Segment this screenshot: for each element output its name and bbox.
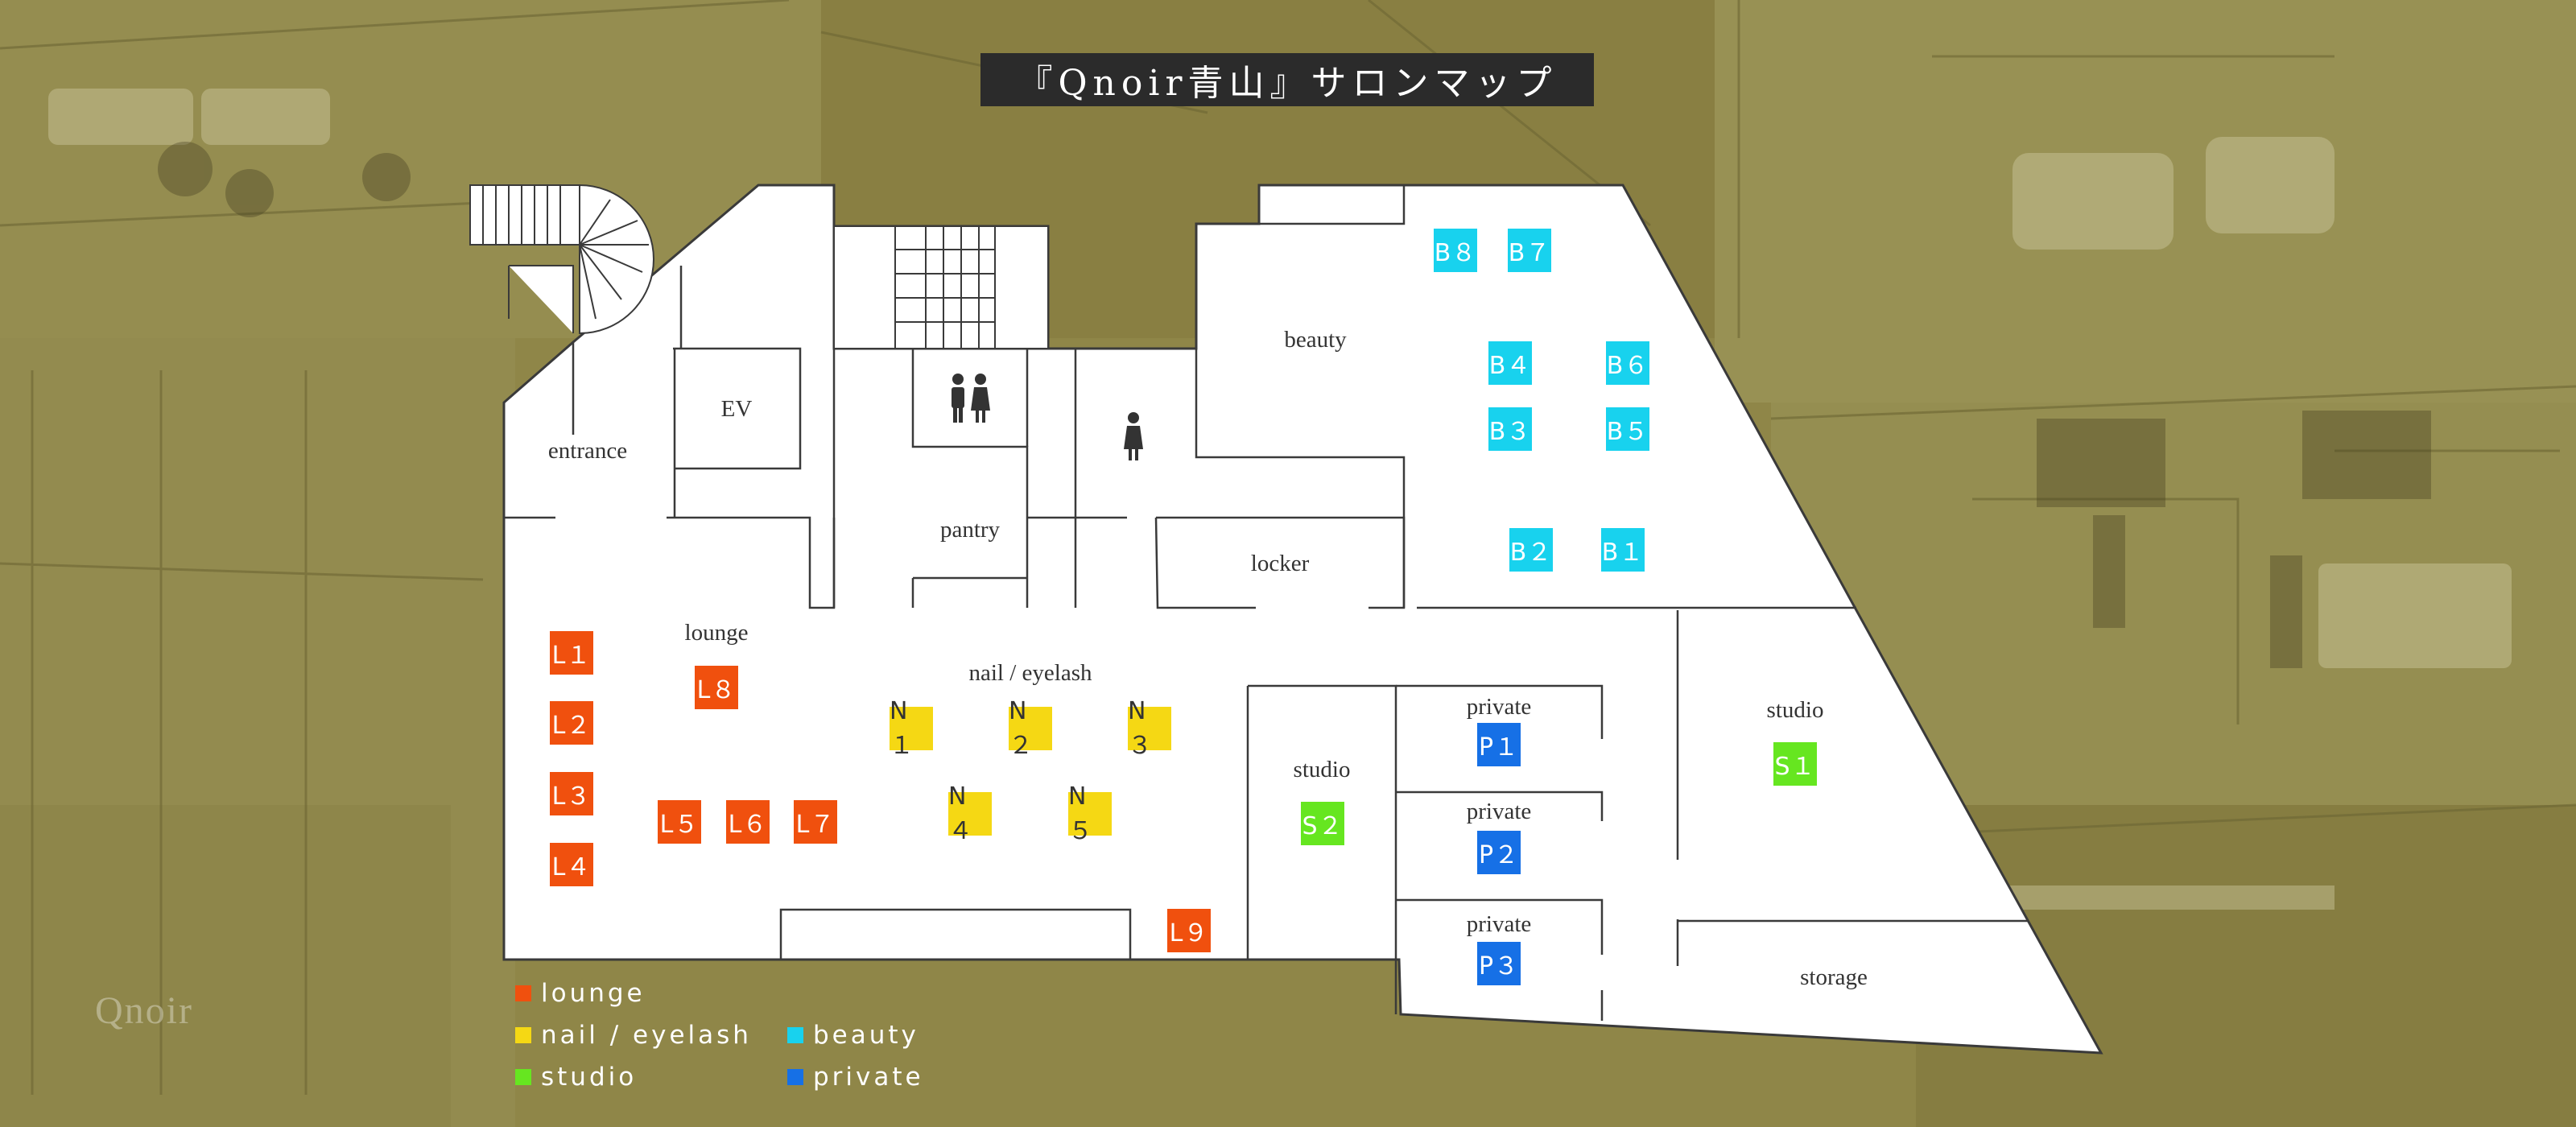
- seat-P1[interactable]: P１: [1477, 723, 1521, 766]
- legend-label-nail-eyelash: nail / eyelash: [541, 1021, 752, 1050]
- legend-label-beauty: beauty: [813, 1021, 919, 1050]
- seat-N1[interactable]: N１: [890, 697, 933, 760]
- room-label-entrance: entrance: [547, 438, 628, 464]
- seat-B7[interactable]: B７: [1508, 229, 1551, 272]
- seat-S1[interactable]: S１: [1773, 742, 1817, 786]
- seat-L2[interactable]: L２: [550, 701, 593, 745]
- seat-B6[interactable]: B６: [1606, 341, 1649, 385]
- room-label-private-2: private: [1466, 799, 1532, 824]
- seat-L3[interactable]: L３: [550, 772, 593, 815]
- room-label-pantry: pantry: [939, 517, 1001, 543]
- seat-P2[interactable]: P２: [1477, 831, 1521, 874]
- legend-item-nail-eyelash: nail / eyelash: [515, 1021, 752, 1050]
- seat-L1[interactable]: L１: [550, 631, 593, 675]
- qnoir-logo: Qnoir: [95, 989, 193, 1032]
- room-label-ev: EV: [720, 396, 753, 422]
- seat-B8[interactable]: B８: [1434, 229, 1477, 272]
- legend-item-lounge: lounge: [515, 979, 646, 1008]
- seat-L8[interactable]: L８: [695, 666, 738, 709]
- seat-N5[interactable]: N５: [1068, 782, 1112, 845]
- seat-P3[interactable]: P３: [1477, 942, 1521, 985]
- interior-walls: [504, 185, 2029, 1021]
- legend-item-private: private: [787, 1063, 924, 1092]
- room-label-studio-1: studio: [1766, 697, 1824, 723]
- legend-item-studio: studio: [515, 1063, 637, 1092]
- seat-B3[interactable]: B３: [1488, 407, 1532, 451]
- seat-B5[interactable]: B５: [1606, 407, 1649, 451]
- seat-L5[interactable]: L５: [658, 800, 701, 844]
- map-title: 『Qnoir青山』サロンマップ: [980, 53, 1594, 106]
- legend-label-lounge: lounge: [541, 979, 646, 1008]
- room-label-storage: storage: [1800, 964, 1868, 990]
- seat-B2[interactable]: B２: [1509, 528, 1553, 572]
- legend-swatch-lounge: [515, 985, 531, 1001]
- room-label-studio-2: studio: [1293, 757, 1351, 782]
- legend-swatch-studio: [515, 1069, 531, 1085]
- staircase-icon: [833, 225, 1049, 349]
- seat-N2[interactable]: N２: [1009, 697, 1052, 760]
- restroom-icon: [952, 374, 990, 423]
- legend-item-beauty: beauty: [787, 1021, 919, 1050]
- legend-swatch-private: [787, 1069, 803, 1085]
- seat-B1[interactable]: B１: [1601, 528, 1645, 572]
- seat-L6[interactable]: L６: [726, 800, 770, 844]
- seat-L7[interactable]: L７: [794, 800, 837, 844]
- seat-S2[interactable]: S２: [1301, 802, 1344, 845]
- seat-N4[interactable]: N４: [948, 782, 992, 845]
- legend-label-studio: studio: [541, 1063, 638, 1092]
- map-legend: lounge nail / eyelash beauty studio priv…: [515, 979, 1030, 1100]
- room-label-lounge: lounge: [684, 620, 749, 646]
- room-label-private-3: private: [1466, 911, 1532, 937]
- legend-swatch-beauty: [787, 1027, 803, 1043]
- women-restroom-icon: [1124, 412, 1143, 460]
- legend-swatch-nail-eyelash: [515, 1027, 531, 1043]
- spiral-staircase-icon: [469, 184, 654, 335]
- seat-L9[interactable]: L９: [1167, 909, 1211, 952]
- room-label-locker: locker: [1250, 551, 1310, 576]
- seat-B4[interactable]: B４: [1488, 341, 1532, 385]
- seat-L4[interactable]: L４: [550, 843, 593, 886]
- floor-area: [502, 184, 2103, 1055]
- room-label-private-1: private: [1466, 694, 1532, 720]
- seat-N3[interactable]: N３: [1128, 697, 1171, 760]
- room-label-beauty: beauty: [1284, 327, 1347, 353]
- legend-label-private: private: [813, 1063, 924, 1092]
- room-label-nail-eyelash: nail / eyelash: [968, 660, 1092, 686]
